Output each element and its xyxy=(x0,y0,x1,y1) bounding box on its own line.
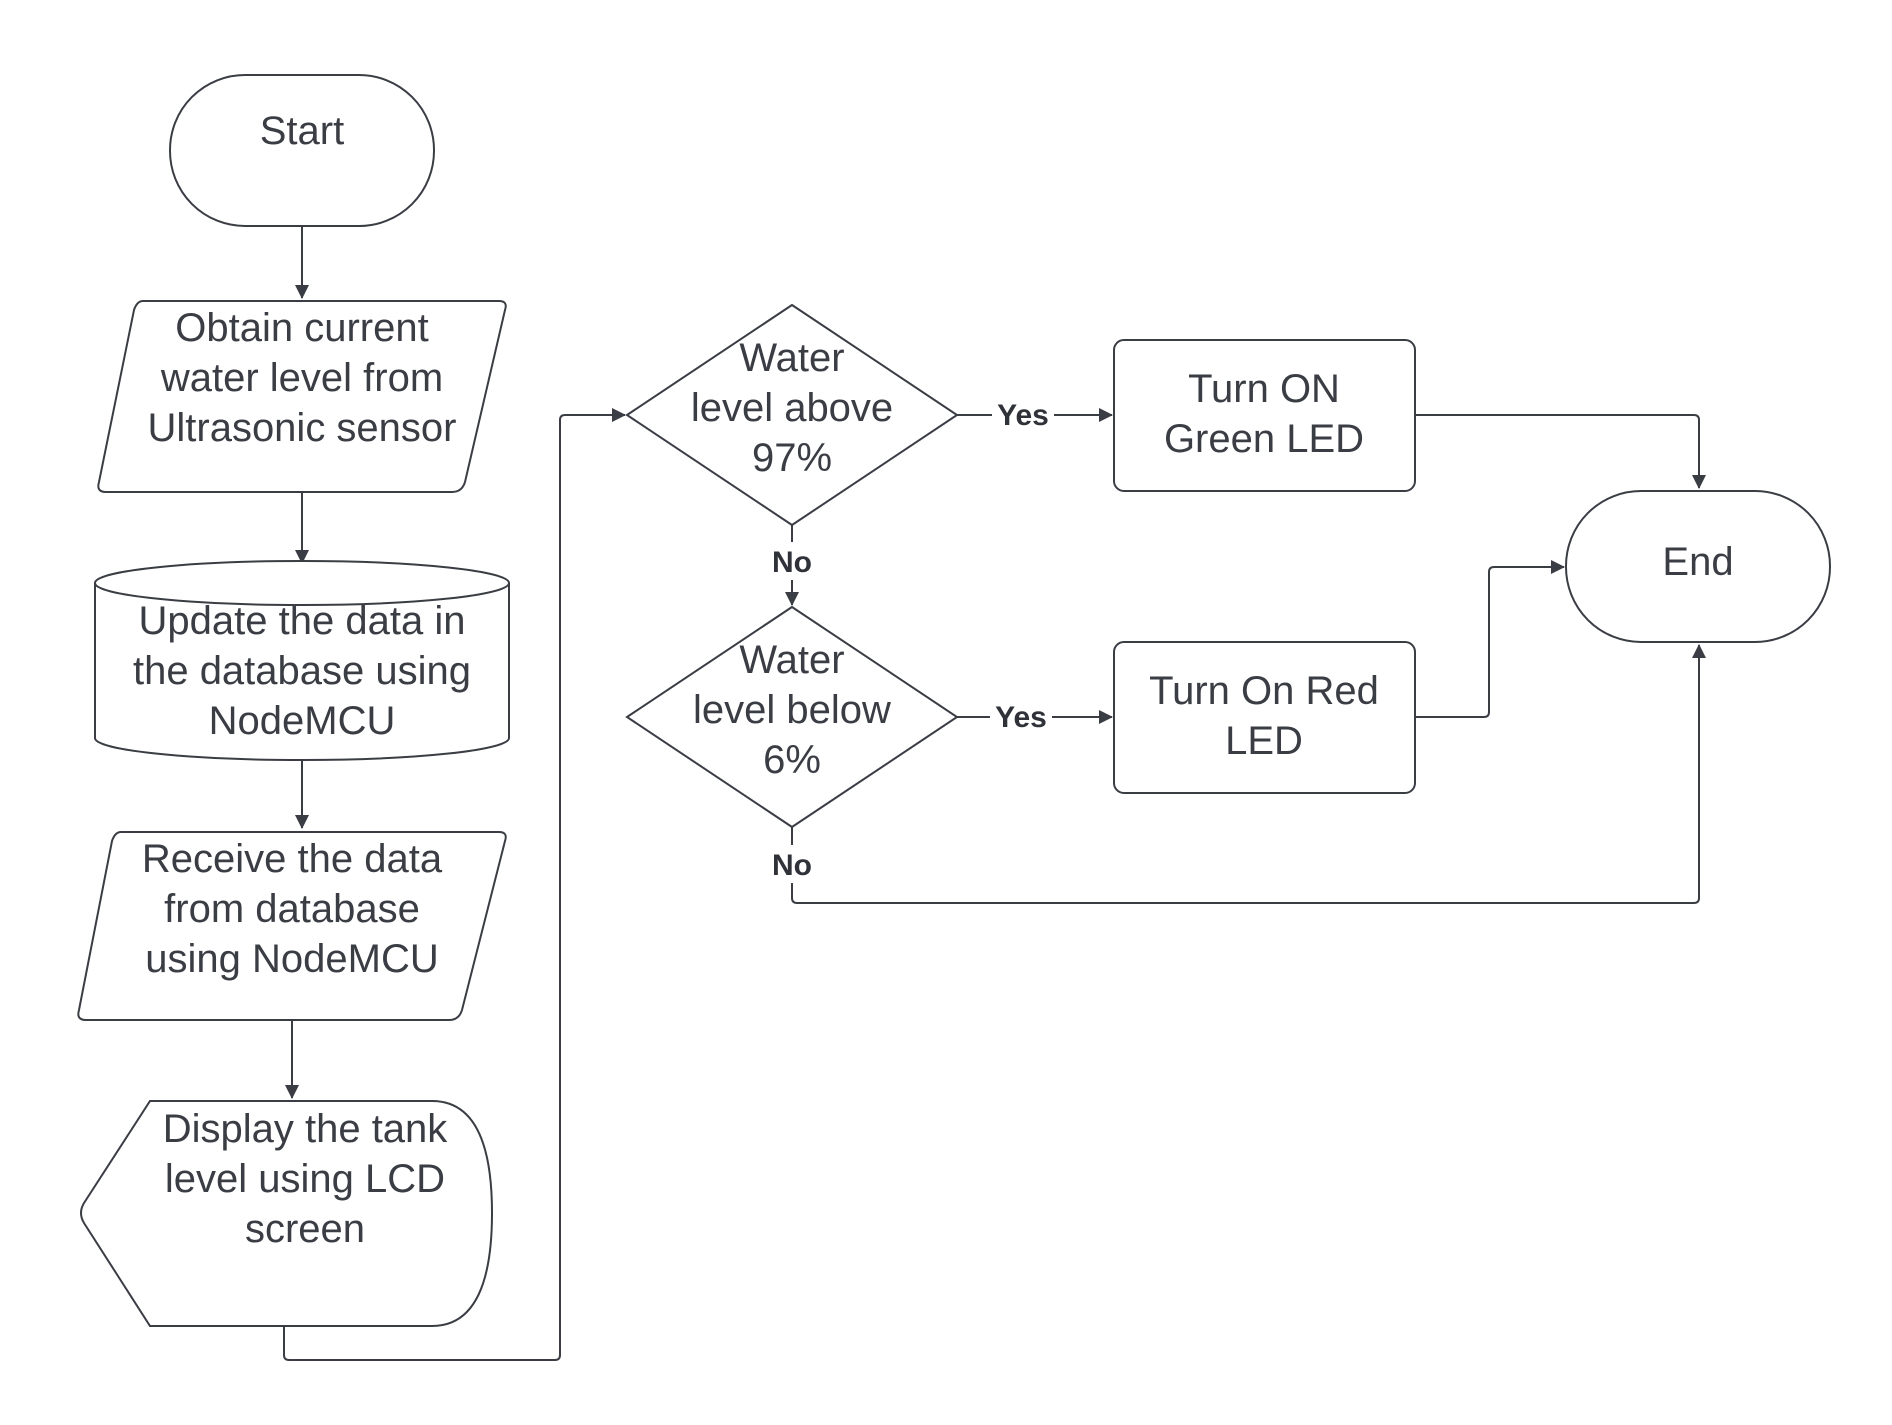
terminator-shape xyxy=(1565,490,1831,643)
node-text-line: water level from xyxy=(160,356,443,400)
node-text-line: Receive the data xyxy=(142,837,443,881)
node-text-line: Update the data in xyxy=(139,599,466,643)
label-yes-below: Yes xyxy=(995,701,1047,734)
node-text-line: End xyxy=(1662,540,1733,584)
label-no-above: No xyxy=(772,546,812,579)
node-text-line: Water xyxy=(739,638,844,682)
node-text: Turn ON Green LED xyxy=(1164,367,1364,461)
edge-red-to-end xyxy=(1415,560,1565,718)
node-text-line: Turn ON xyxy=(1188,367,1340,411)
node-end: End xyxy=(1565,490,1831,643)
node-text: Water level below 6% xyxy=(693,638,891,782)
process-shape xyxy=(1113,641,1416,794)
node-text-line: Ultrasonic sensor xyxy=(147,406,456,450)
edge-labels: Yes No Yes No xyxy=(762,395,1054,883)
node-text: Water level above 97% xyxy=(691,336,893,480)
node-text-line: Turn On Red xyxy=(1149,669,1379,713)
node-text-line: level below xyxy=(693,688,891,732)
database-shape xyxy=(94,583,510,761)
node-text: Receive the data from database using NodeM… xyxy=(142,837,443,981)
connectors xyxy=(283,226,1706,1361)
node-text-line: screen xyxy=(245,1207,365,1251)
node-text-line: level above xyxy=(691,386,893,430)
process-shape xyxy=(1113,339,1416,492)
node-text-line: level using LCD xyxy=(165,1157,445,1201)
node-text-line: Green LED xyxy=(1164,417,1364,461)
label-yes-above: Yes xyxy=(997,399,1049,432)
node-text-line: using NodeMCU xyxy=(145,937,438,981)
node-text-line: Obtain current xyxy=(175,306,428,350)
node-text: End xyxy=(1662,540,1733,584)
input-output-shape xyxy=(97,300,507,493)
node-text-line: the database using xyxy=(133,649,471,693)
node-text-line: Water xyxy=(739,336,844,380)
decision-shape xyxy=(625,303,959,527)
node-text-line: LED xyxy=(1225,719,1303,763)
node-text: Display the tank level using LCD screen xyxy=(163,1107,449,1251)
node-text-line: from database xyxy=(164,887,420,931)
node-start: Start xyxy=(169,74,435,227)
node-decision-above: Water level above 97% xyxy=(625,303,959,527)
display-shape xyxy=(80,1100,494,1327)
terminator-shape xyxy=(169,74,435,227)
node-receive: Receive the data from database using NodeM… xyxy=(77,831,507,1021)
input-output-shape xyxy=(77,831,507,1021)
decision-shape xyxy=(625,605,959,829)
node-text-line: 97% xyxy=(752,436,832,480)
node-green: Turn ON Green LED xyxy=(1113,339,1416,492)
node-text-line: Start xyxy=(260,109,344,153)
database-top xyxy=(94,560,510,606)
node-decision-below: Water level below 6% xyxy=(625,605,959,829)
node-text-line: Display the tank xyxy=(163,1107,449,1151)
node-display: Display the tank level using LCD screen xyxy=(80,1100,494,1327)
label-no-below: No xyxy=(772,849,812,882)
node-text: Start xyxy=(260,109,344,153)
node-text-line: NodeMCU xyxy=(209,699,396,743)
edge-green-to-end xyxy=(1415,414,1706,489)
edge-below-no-to-end xyxy=(791,644,1706,904)
edge-display-to-decision-above xyxy=(283,408,626,1361)
node-text-line: 6% xyxy=(763,738,821,782)
